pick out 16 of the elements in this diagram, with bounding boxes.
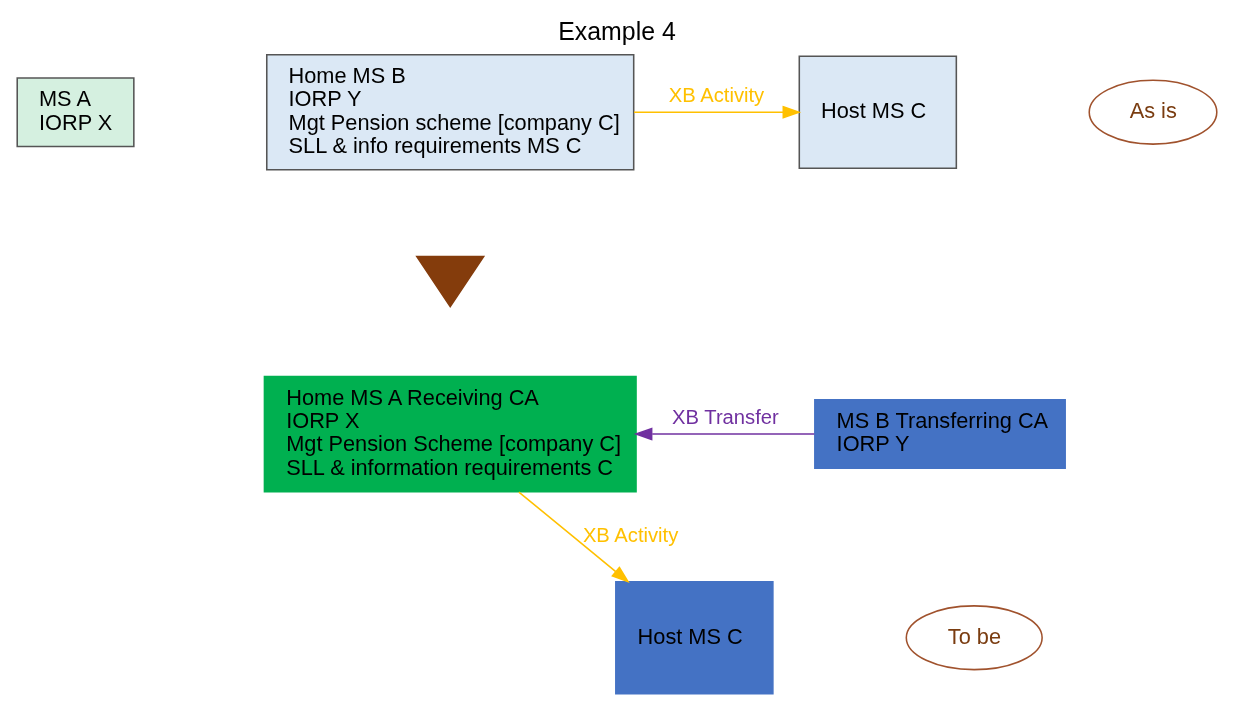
arrow [633,105,802,119]
arrow [518,491,630,584]
node-box: MS A IORP X [16,77,135,148]
node-box: MS B Transferring CA IORP Y [814,399,1066,470]
node-box: Host MS C [798,55,958,169]
node-arrow [415,255,486,308]
node-ellipse: As is [1088,79,1218,145]
diagram-title: Example 4 [558,17,676,46]
node-box: Host MS C [615,581,774,695]
node-box: Home MS A Receiving CA IORP X Mgt Pension Scheme [company C] SLL & information requirements C [263,375,637,493]
edge-label: XB Activity [668,83,765,106]
node-box: Home MS B IORP Y Mgt Pension scheme [company C] SLL & info requirements MS C [266,53,635,171]
edge-label: XB Activity [582,523,679,546]
arrow [633,427,816,441]
edge-label: XB Transfer [672,405,779,428]
node-ellipse: To be [905,605,1043,671]
